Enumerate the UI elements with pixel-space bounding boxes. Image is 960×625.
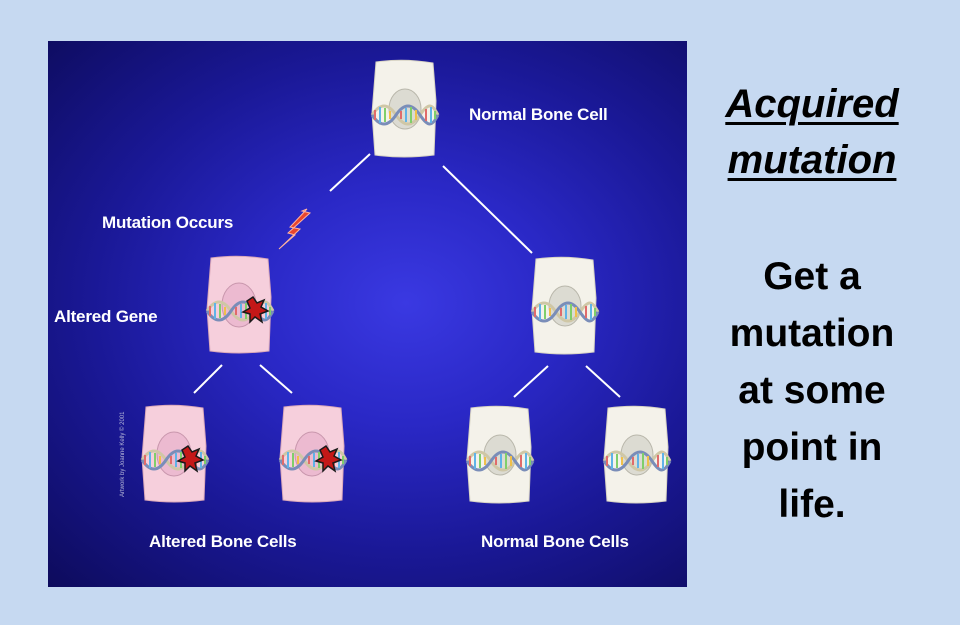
diagram-panel: Normal Bone Cell Mutation Occurs Altered… [48, 41, 687, 587]
label-normal-bone-cells: Normal Bone Cells [481, 532, 629, 551]
body-line-4: point in [741, 426, 883, 469]
title-line-1: Acquired [725, 82, 899, 126]
body-line-2: mutation [729, 312, 895, 355]
lightning-bolt-icon [278, 208, 312, 250]
body-line-3: at some [738, 369, 886, 412]
normal-bone-cell-left [467, 406, 533, 503]
connector-lines [193, 153, 621, 398]
normal-bone-cell-child [532, 257, 598, 354]
title-line-2: mutation [727, 138, 897, 182]
altered-gene-cell [207, 256, 273, 353]
normal-bone-cell-parent [372, 60, 438, 157]
altered-bone-cell-right [280, 405, 346, 502]
slide-title: Acquired mutation [700, 76, 924, 188]
normal-bone-cell-right [604, 406, 670, 503]
cell-division-diagram [48, 41, 687, 587]
label-altered-gene: Altered Gene [54, 307, 158, 326]
artwork-credit: Artwork by Joanne Kelly © 2001 [120, 411, 126, 497]
body-line-1: Get a [763, 255, 861, 298]
label-mutation-occurs: Mutation Occurs [102, 213, 234, 232]
slide-body: Get a mutation at some point in life. [700, 248, 924, 533]
label-normal-bone-cell: Normal Bone Cell [469, 105, 608, 124]
altered-bone-cell-left [142, 405, 208, 502]
label-altered-bone-cells: Altered Bone Cells [149, 532, 297, 551]
body-line-5: life. [778, 483, 846, 526]
